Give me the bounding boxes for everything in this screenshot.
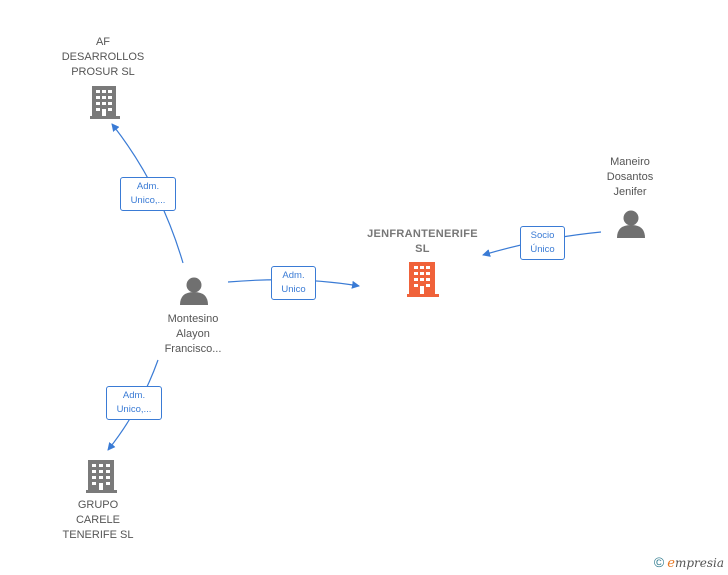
person-icon[interactable] <box>617 210 645 239</box>
copyright-icon: © <box>653 554 665 570</box>
relation-label-adm-unico[interactable]: Adm. Unico <box>271 266 316 300</box>
building-icon[interactable] <box>86 460 117 493</box>
brand-initial: e <box>667 556 675 571</box>
company-label-grupo[interactable]: GRUPO CARELE TENERIFE SL <box>62 499 134 541</box>
person-icon[interactable] <box>180 277 208 306</box>
building-icon[interactable] <box>407 262 439 297</box>
relation-label-adm-unico[interactable]: Adm. Unico,... <box>106 386 162 420</box>
brand-name: mpresia <box>674 556 724 570</box>
company-label-af[interactable]: AF DESARROLLOS PROSUR SL <box>61 36 145 78</box>
company-label-main[interactable]: JENFRANTENERIFE SL <box>367 228 478 255</box>
empresia-logo[interactable]: ©empresia <box>654 554 724 571</box>
person-label-montesino[interactable]: Montesino Alayon Francisco... <box>164 313 222 355</box>
person-label-maneiro[interactable]: Maneiro Dosantos Jenifer <box>606 156 654 198</box>
building-icon[interactable] <box>90 86 120 119</box>
relation-label-adm-unico[interactable]: Adm. Unico,... <box>120 177 176 211</box>
relation-label-socio-unico[interactable]: Socio Único <box>520 226 565 260</box>
